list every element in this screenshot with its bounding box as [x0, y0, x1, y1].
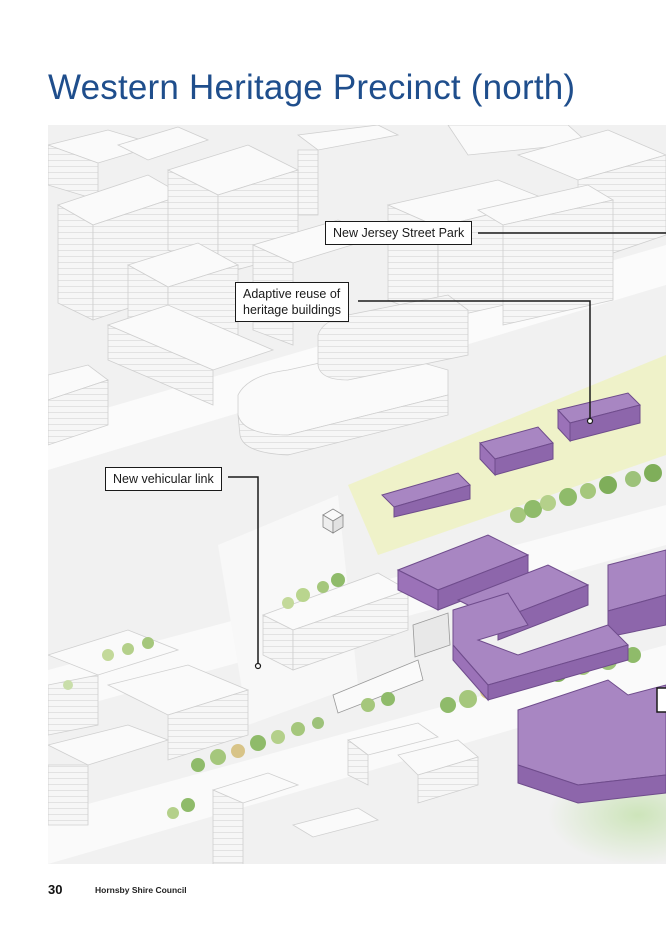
- callout-leader-lines: [228, 232, 666, 665]
- footer-organisation: Hornsby Shire Council: [95, 885, 187, 895]
- page-number: 30: [48, 882, 63, 897]
- heritage-buildings: [381, 392, 666, 804]
- callout-vehicular-label: New vehicular link: [113, 472, 214, 486]
- background-buildings: [48, 125, 666, 864]
- callout-heritage-label-line2: heritage buildings: [243, 303, 341, 317]
- callout-new-jersey-street-park: New Jersey Street Park: [325, 221, 473, 245]
- callout-heritage-buildings: Adaptive reuse of heritage buildings: [235, 282, 349, 322]
- callout-new-vehicular-link: New vehicular link: [105, 467, 222, 491]
- precinct-3d-render: New Jersey Street Park Adaptive reuse of…: [48, 125, 666, 864]
- callout-park-label: New Jersey Street Park: [333, 226, 465, 240]
- precinct-render-drawing: [48, 125, 666, 864]
- page-title: Western Heritage Precinct (north): [48, 68, 576, 107]
- callout-heritage-label-line1: Adaptive reuse of: [243, 287, 341, 301]
